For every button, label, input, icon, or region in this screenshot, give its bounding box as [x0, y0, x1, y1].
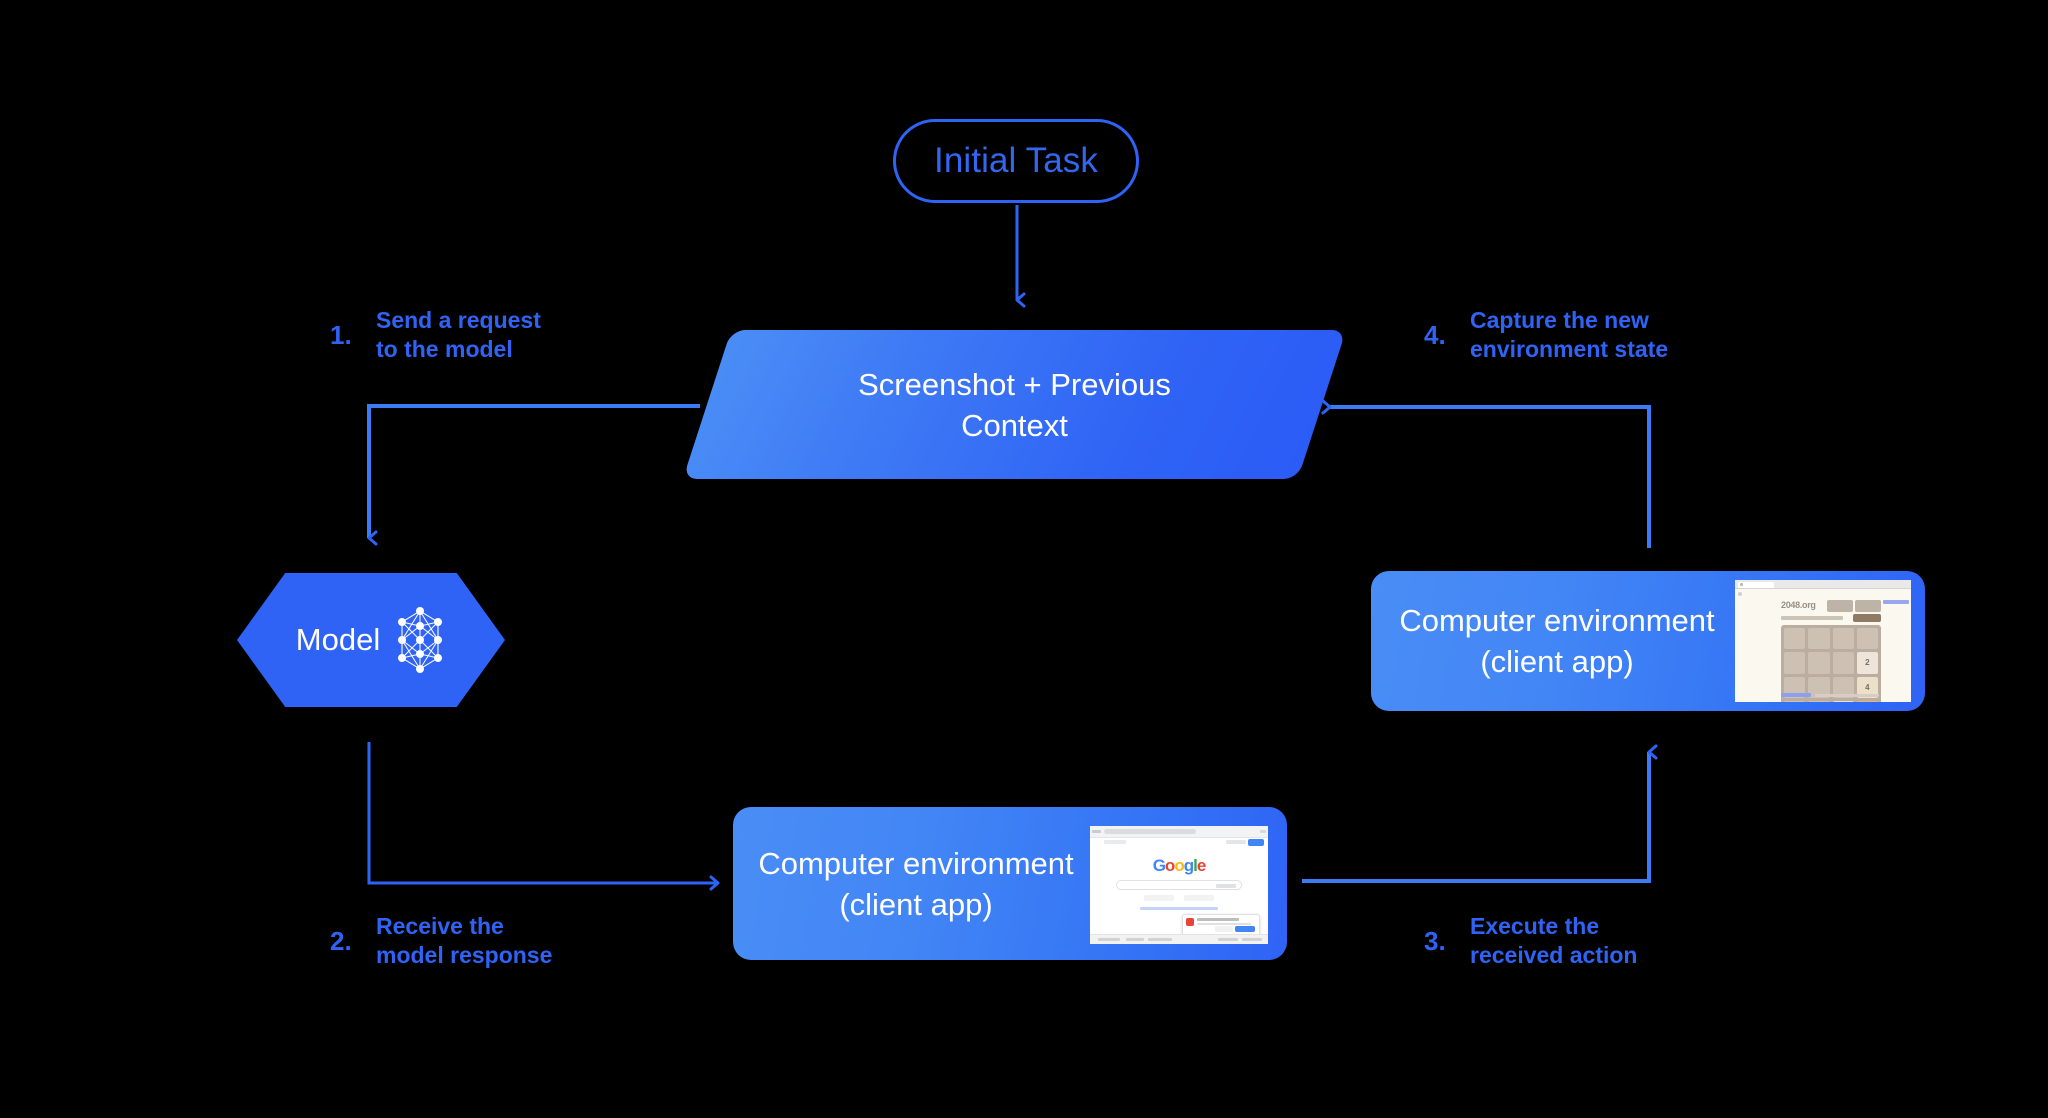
tile: 4 [1856, 676, 1878, 698]
initial-task-label: Initial Task [934, 141, 1098, 180]
arrow-model-to-env-bottom [367, 742, 720, 891]
step-3-text: Execute the received action [1470, 913, 1638, 968]
step-4-text: Capture the new environment state [1470, 307, 1669, 362]
step-3-label: 3. Execute the received action [1424, 912, 1637, 970]
notification-popup[interactable] [1182, 914, 1260, 936]
tile [1784, 628, 1806, 650]
google-search-button[interactable] [1144, 895, 1174, 901]
tile: 4 [1832, 700, 1854, 702]
footer-text [1815, 694, 1879, 697]
google-search-input[interactable] [1116, 880, 1242, 890]
site-subtitle [1781, 616, 1843, 620]
browser-tab [1738, 581, 1774, 588]
thumbnail-google-search[interactable]: Google [1090, 826, 1268, 944]
tile [1808, 628, 1830, 650]
initial-task-node[interactable]: Initial Task [893, 119, 1139, 203]
arrow-env-bottom-to-env-right [1302, 744, 1658, 883]
tile [1784, 676, 1806, 698]
tile [1832, 628, 1854, 650]
url-bar[interactable] [1104, 829, 1196, 834]
model-node-label: Model [295, 622, 381, 657]
sign-in-button[interactable] [1248, 839, 1264, 846]
google-buttons-row [1090, 895, 1268, 901]
site-brand-label: 2048.org [1781, 600, 1816, 610]
step-4-number: 4. [1424, 319, 1446, 350]
tile [1808, 652, 1830, 674]
env-node-right[interactable]: Computer environment (client app) 2048.o… [1371, 571, 1925, 711]
tile [1832, 652, 1854, 674]
popup-title [1197, 918, 1239, 921]
step-4-label: 4. Capture the new environment state [1424, 306, 1668, 364]
language-links [1090, 907, 1268, 910]
step-3-number: 3. [1424, 925, 1446, 956]
feeling-lucky-button[interactable] [1184, 895, 1214, 901]
top-links [1883, 600, 1909, 604]
browser-titlebar [1735, 580, 1911, 589]
tile [1856, 628, 1878, 650]
step-1-text: Send a request to the model [376, 307, 541, 362]
popup-body [1197, 923, 1251, 925]
step-2-text: Receive the model response [376, 913, 553, 968]
step-2-label: 2. Receive the model response [330, 912, 552, 970]
best-score-box [1855, 600, 1881, 612]
tile [1832, 676, 1854, 698]
google-top-nav [1226, 840, 1246, 844]
step-1-label: 1. Send a request to the model [330, 306, 541, 364]
google-logo: Google [1152, 856, 1207, 875]
window-controls[interactable] [1260, 830, 1266, 833]
footer-link[interactable] [1781, 693, 1811, 697]
env-node-bottom[interactable]: Computer environment (client app) Google [733, 807, 1287, 960]
bookmark-bar [1104, 840, 1126, 844]
env-node-bottom-label: Computer environment (client app) [758, 845, 1074, 922]
back-forward-icons [1092, 830, 1101, 833]
game-board-2048[interactable]: 2 4 4 8 [1781, 625, 1881, 702]
tile [1808, 700, 1830, 702]
arrow-context-to-model [367, 404, 700, 546]
tile [1784, 700, 1806, 702]
new-game-button[interactable] [1853, 614, 1881, 622]
browser-nav-row [1738, 591, 1911, 598]
context-node-label: Screenshot + Previous Context [858, 366, 1171, 443]
popup-icon [1186, 918, 1194, 926]
tile: 2 [1856, 652, 1878, 674]
step-1-number: 1. [330, 319, 352, 350]
tile: 8 [1856, 700, 1878, 702]
neural-network-icon [398, 607, 443, 673]
model-node-background [237, 573, 505, 707]
search-input-icons [1216, 884, 1236, 888]
popup-secondary-button[interactable] [1215, 926, 1233, 932]
model-node[interactable]: Model [237, 573, 505, 707]
tile [1808, 676, 1830, 698]
page-footer [1090, 934, 1268, 944]
score-box [1827, 600, 1853, 612]
screenshot-context-node[interactable]: Screenshot + Previous Context [682, 330, 1347, 479]
arrow-env-right-to-context [1321, 399, 1651, 548]
popup-primary-button[interactable] [1235, 926, 1255, 932]
step-2-number: 2. [330, 925, 352, 956]
tile [1784, 652, 1806, 674]
thumbnail-2048-game[interactable]: 2048.org 2 4 [1735, 580, 1911, 702]
env-node-right-label: Computer environment (client app) [1399, 603, 1715, 679]
